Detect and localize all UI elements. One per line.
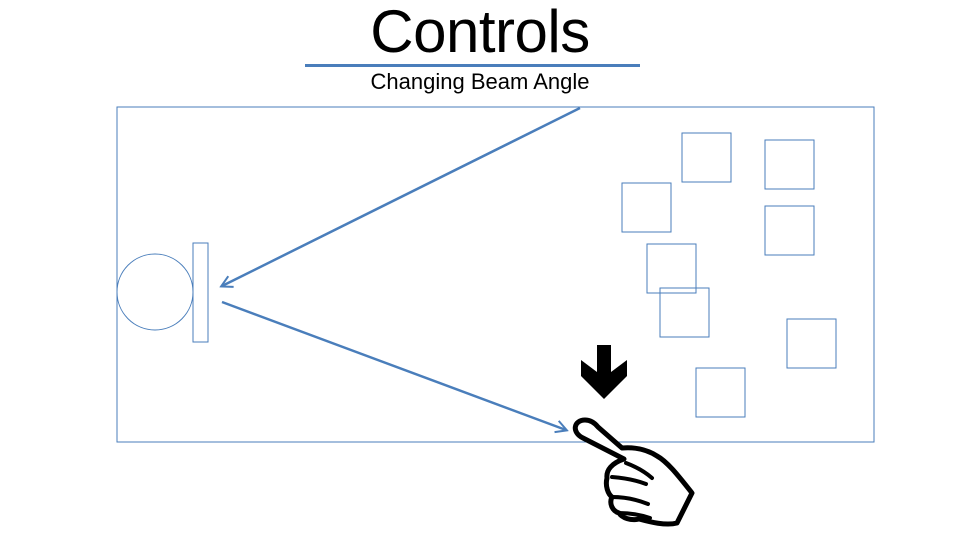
target-block [659,287,710,338]
target-block [695,367,746,418]
outgoing-beam [221,300,566,430]
target-block [764,139,815,190]
slide-title: Controls [370,0,590,65]
target-block [764,205,815,256]
target-block [646,243,697,294]
down-arrow-icon [581,345,627,399]
player-ball [116,253,194,331]
incoming-beam [222,106,581,286]
target-blocks [621,132,837,418]
pointing-hand-icon [572,417,695,527]
slide-subtitle: Changing Beam Angle [370,69,590,94]
title-underline [305,64,640,67]
target-block [786,318,837,369]
target-block [621,182,672,233]
target-block [681,132,732,183]
player-paddle [192,242,209,343]
playfield-frame [116,106,875,443]
